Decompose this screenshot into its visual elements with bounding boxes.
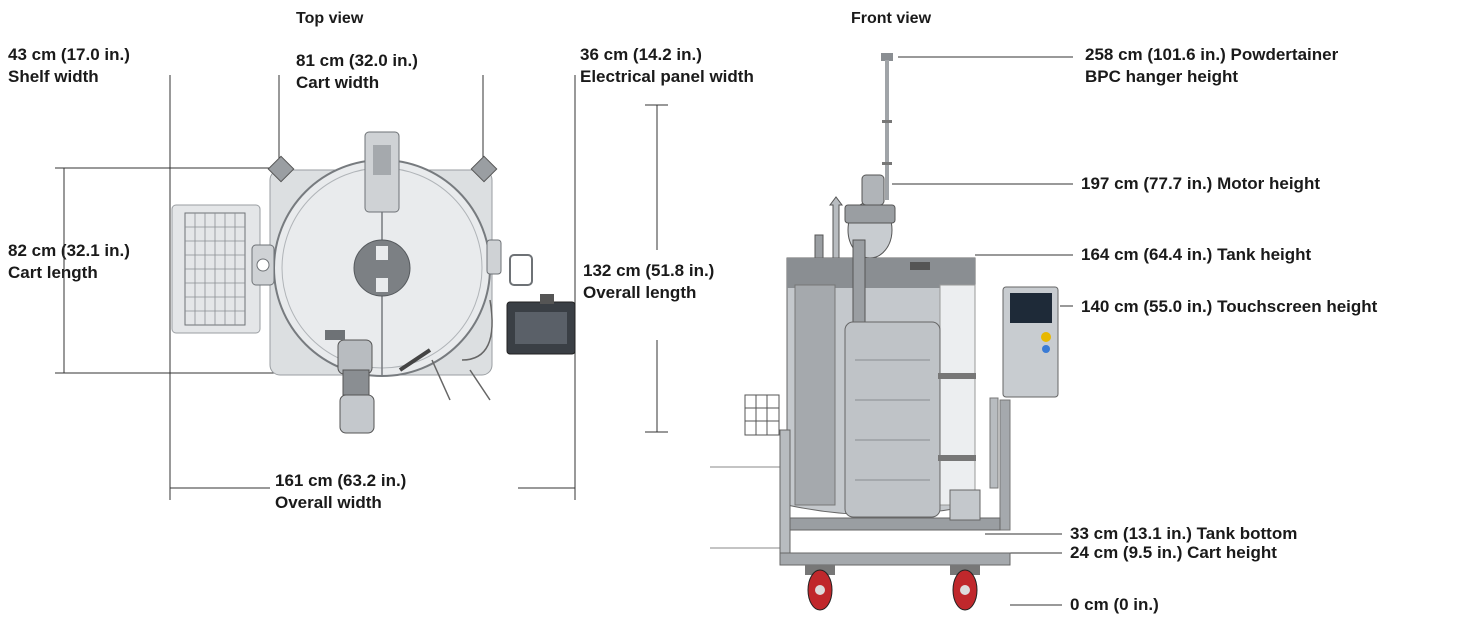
touchscreen <box>1010 293 1052 323</box>
tank-height-label: 164 cm (64.4 in.) Tank height <box>1081 245 1312 264</box>
cart-length-name: Cart length <box>8 263 98 282</box>
status-light-icon <box>1041 332 1051 342</box>
cart-height-label: 24 cm (9.5 in.) Cart height <box>1070 543 1277 562</box>
motor-assembly <box>325 330 375 434</box>
overall-length-name: Overall length <box>583 283 697 302</box>
front-view-title: Front view <box>851 10 932 27</box>
powdertainer-value: 258 cm (101.6 in.) Powdertainer <box>1085 45 1339 64</box>
cart-width-label: 81 cm (32.0 in.) Cart width <box>296 50 418 94</box>
cart-length-value: 82 cm (32.1 in.) <box>8 241 130 260</box>
top-view-title: Top view <box>296 10 364 27</box>
overall-width-name: Overall width <box>275 493 382 512</box>
cart-width-value: 81 cm (32.0 in.) <box>296 51 418 70</box>
wrench-icon <box>829 196 843 266</box>
powdertainer-label: 258 cm (101.6 in.) Powdertainer BPC hang… <box>1085 44 1338 88</box>
tank-clamps <box>938 373 976 461</box>
shelf-width-value: 43 cm (17.0 in.) <box>8 45 130 64</box>
shelf-width-label: 43 cm (17.0 in.) Shelf width <box>8 44 130 88</box>
shelf-width-name: Shelf width <box>8 67 99 86</box>
touchscreen-panel <box>989 286 1059 531</box>
front-leader-lines <box>892 56 1073 606</box>
side-shelf <box>710 394 787 549</box>
touchscreen-height-label: 140 cm (55.0 in.) Touchscreen height <box>1081 297 1378 316</box>
overall-width-value: 161 cm (63.2 in.) <box>275 471 407 490</box>
top-dimension-lines <box>55 75 668 500</box>
electrical-panel-width-value: 36 cm (14.2 in.) <box>580 45 702 64</box>
tank-bottom-label: 33 cm (13.1 in.) Tank bottom <box>1070 524 1298 543</box>
overall-width-label: 161 cm (63.2 in.) Overall width <box>275 470 406 514</box>
overall-length-label: 132 cm (51.8 in.) Overall length <box>583 260 714 304</box>
top-view-drawing <box>55 75 668 500</box>
overall-length-value: 132 cm (51.8 in.) <box>583 261 715 280</box>
blue-button-icon <box>1042 345 1050 353</box>
motor-height-label: 197 cm (77.7 in.) Motor height <box>1081 174 1320 193</box>
cart-width-name: Cart width <box>296 73 380 92</box>
powdertainer-name: BPC hanger height <box>1085 67 1239 86</box>
caster-wheels <box>805 565 980 611</box>
shelf <box>171 204 261 334</box>
powdertainer-hanger <box>881 53 893 200</box>
cart-length-label: 82 cm (32.1 in.) Cart length <box>8 240 130 284</box>
zero-height-label: 0 cm (0 in.) <box>1070 595 1159 614</box>
electrical-panel-width-name: Electrical panel width <box>580 67 754 86</box>
electrical-panel-width-label: 36 cm (14.2 in.) Electrical panel width <box>580 44 754 88</box>
center-hub <box>353 239 411 297</box>
cart <box>779 429 1011 566</box>
